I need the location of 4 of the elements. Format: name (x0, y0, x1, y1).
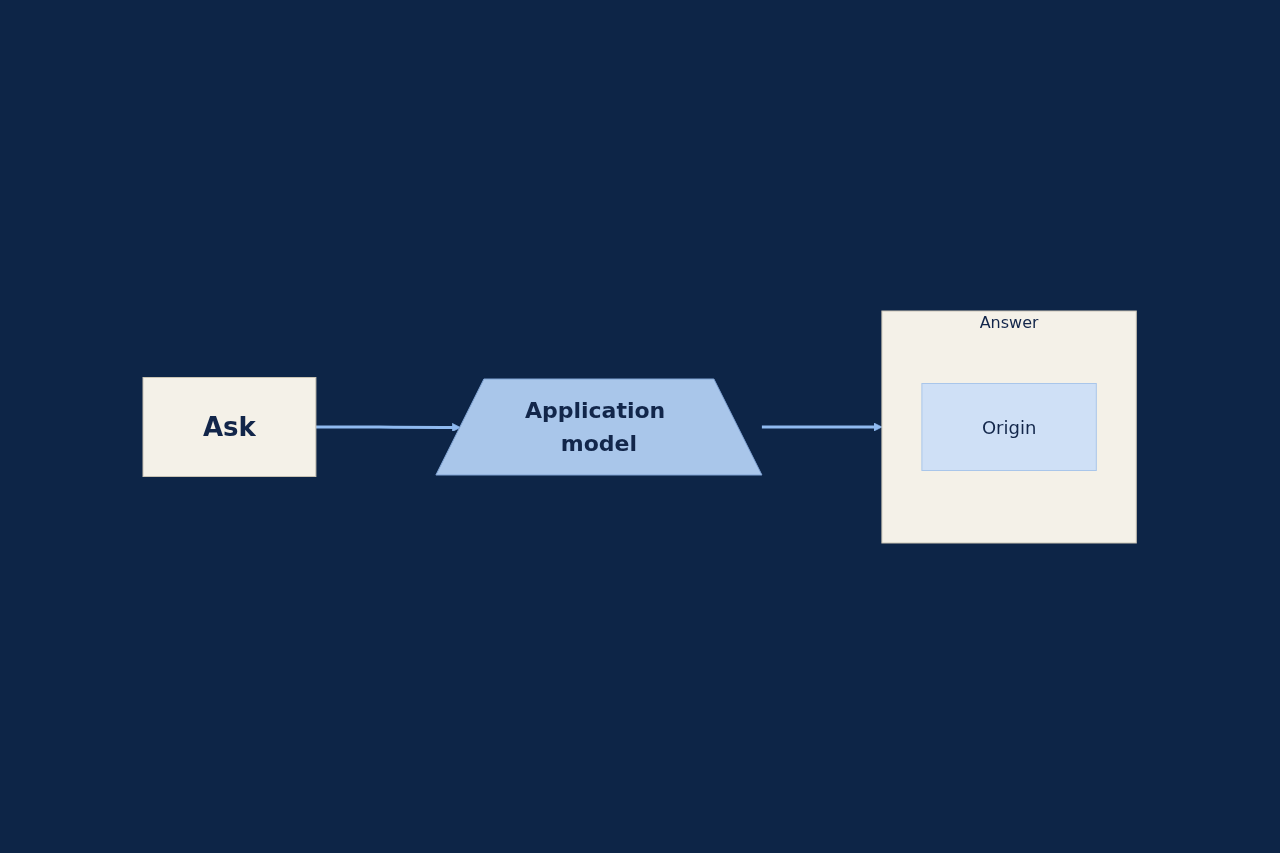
node-box: Origin (921, 382, 1098, 471)
arrow (316, 422, 462, 432)
node-box: Ask (142, 376, 317, 477)
arrow (762, 422, 883, 431)
